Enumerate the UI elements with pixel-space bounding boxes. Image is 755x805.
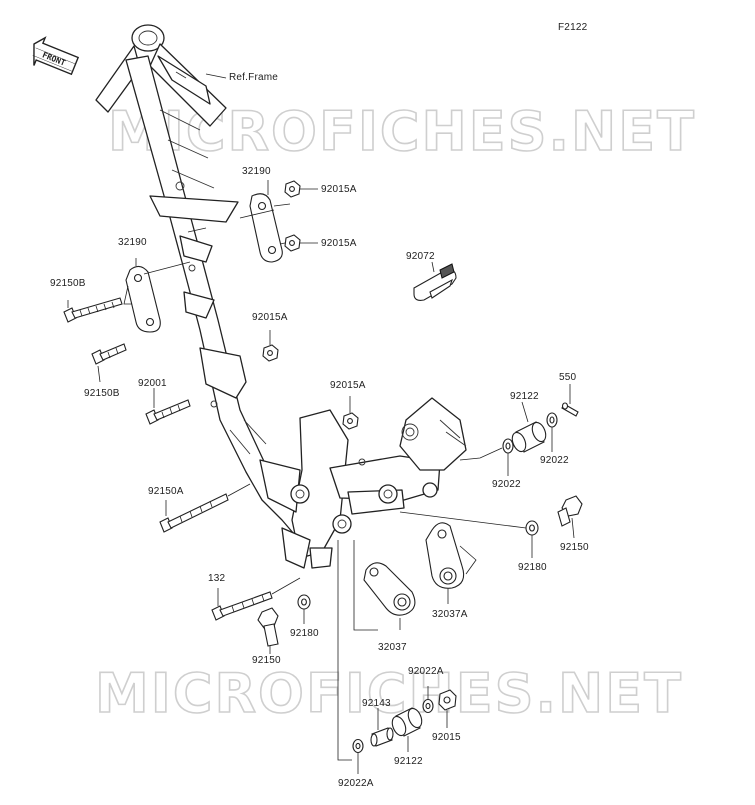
label-32037: 32037 <box>378 642 407 653</box>
link-32037a <box>425 522 477 604</box>
nut-92015a-1 <box>284 180 318 198</box>
label-92150-bottom: 92150 <box>252 655 281 666</box>
label-92143: 92143 <box>362 698 391 709</box>
bolt-92150b-2 <box>91 343 127 383</box>
label-132: 132 <box>208 573 226 584</box>
label-92015a-2: 92015A <box>321 238 357 249</box>
label-92022a-bottom: 92022A <box>338 778 374 789</box>
label-92015a-1: 92015A <box>321 184 357 195</box>
nut-92015a-4 <box>342 396 359 430</box>
label-92015a-4: 92015A <box>330 380 366 391</box>
watermark-bottom: MICROFICHES.NET <box>95 662 683 725</box>
label-92022-left: 92022 <box>492 479 521 490</box>
label-92180-right: 92180 <box>518 562 547 573</box>
nut-92015a-3 <box>262 330 279 362</box>
collar-92122-top <box>511 401 547 453</box>
bolt-132 <box>211 577 301 621</box>
figure-code: F2122 <box>558 22 588 33</box>
label-92001: 92001 <box>138 378 167 389</box>
link-32037 <box>353 540 416 631</box>
washer-92180-left <box>297 594 311 624</box>
label-92180-left: 92180 <box>290 628 319 639</box>
label-92022-right: 92022 <box>540 455 569 466</box>
washer-92180-right <box>399 511 539 558</box>
clamp-92072 <box>413 261 457 301</box>
washer-92022a-bottom <box>352 738 364 774</box>
label-32037a: 32037A <box>432 609 468 620</box>
washer-92022-left <box>459 438 514 476</box>
bolt-92150b-1 <box>63 297 123 323</box>
bolt-92150-right <box>557 495 583 539</box>
pin-550 <box>561 384 579 417</box>
label-92015-bottom: 92015 <box>432 732 461 743</box>
front-arrow-badge: FRONT <box>32 36 80 76</box>
label-92015a-3: 92015A <box>252 312 288 323</box>
bracket-32190-left <box>123 258 191 333</box>
label-92122-bottom: 92122 <box>394 756 423 767</box>
bolt-92001 <box>145 388 191 425</box>
label-92122-top: 92122 <box>510 391 539 402</box>
label-ref-frame: Ref.Frame <box>229 72 278 83</box>
label-92150-right: 92150 <box>560 542 589 553</box>
bolt-92150a <box>159 483 251 533</box>
leader-ref-frame <box>205 73 227 79</box>
leader-bottom-group <box>337 540 352 761</box>
washer-92022a-top <box>422 686 434 714</box>
motorcycle-frame <box>95 24 467 569</box>
label-92022a-top: 92022A <box>408 666 444 677</box>
bolt-92150-bottom <box>257 607 279 654</box>
bracket-32190-top <box>187 180 291 263</box>
label-92150b-1: 92150B <box>50 278 86 289</box>
label-92150a: 92150A <box>148 486 184 497</box>
label-92072: 92072 <box>406 251 435 262</box>
nut-92015-bottom <box>438 689 457 728</box>
nut-92015a-2 <box>284 234 318 252</box>
label-550: 550 <box>559 372 577 383</box>
collar-92122-bottom <box>391 707 423 752</box>
label-32190-top: 32190 <box>242 166 271 177</box>
label-92150b-2: 92150B <box>84 388 120 399</box>
collar-92143 <box>370 708 394 747</box>
washer-92022-right <box>546 412 558 452</box>
label-32190-left: 32190 <box>118 237 147 248</box>
